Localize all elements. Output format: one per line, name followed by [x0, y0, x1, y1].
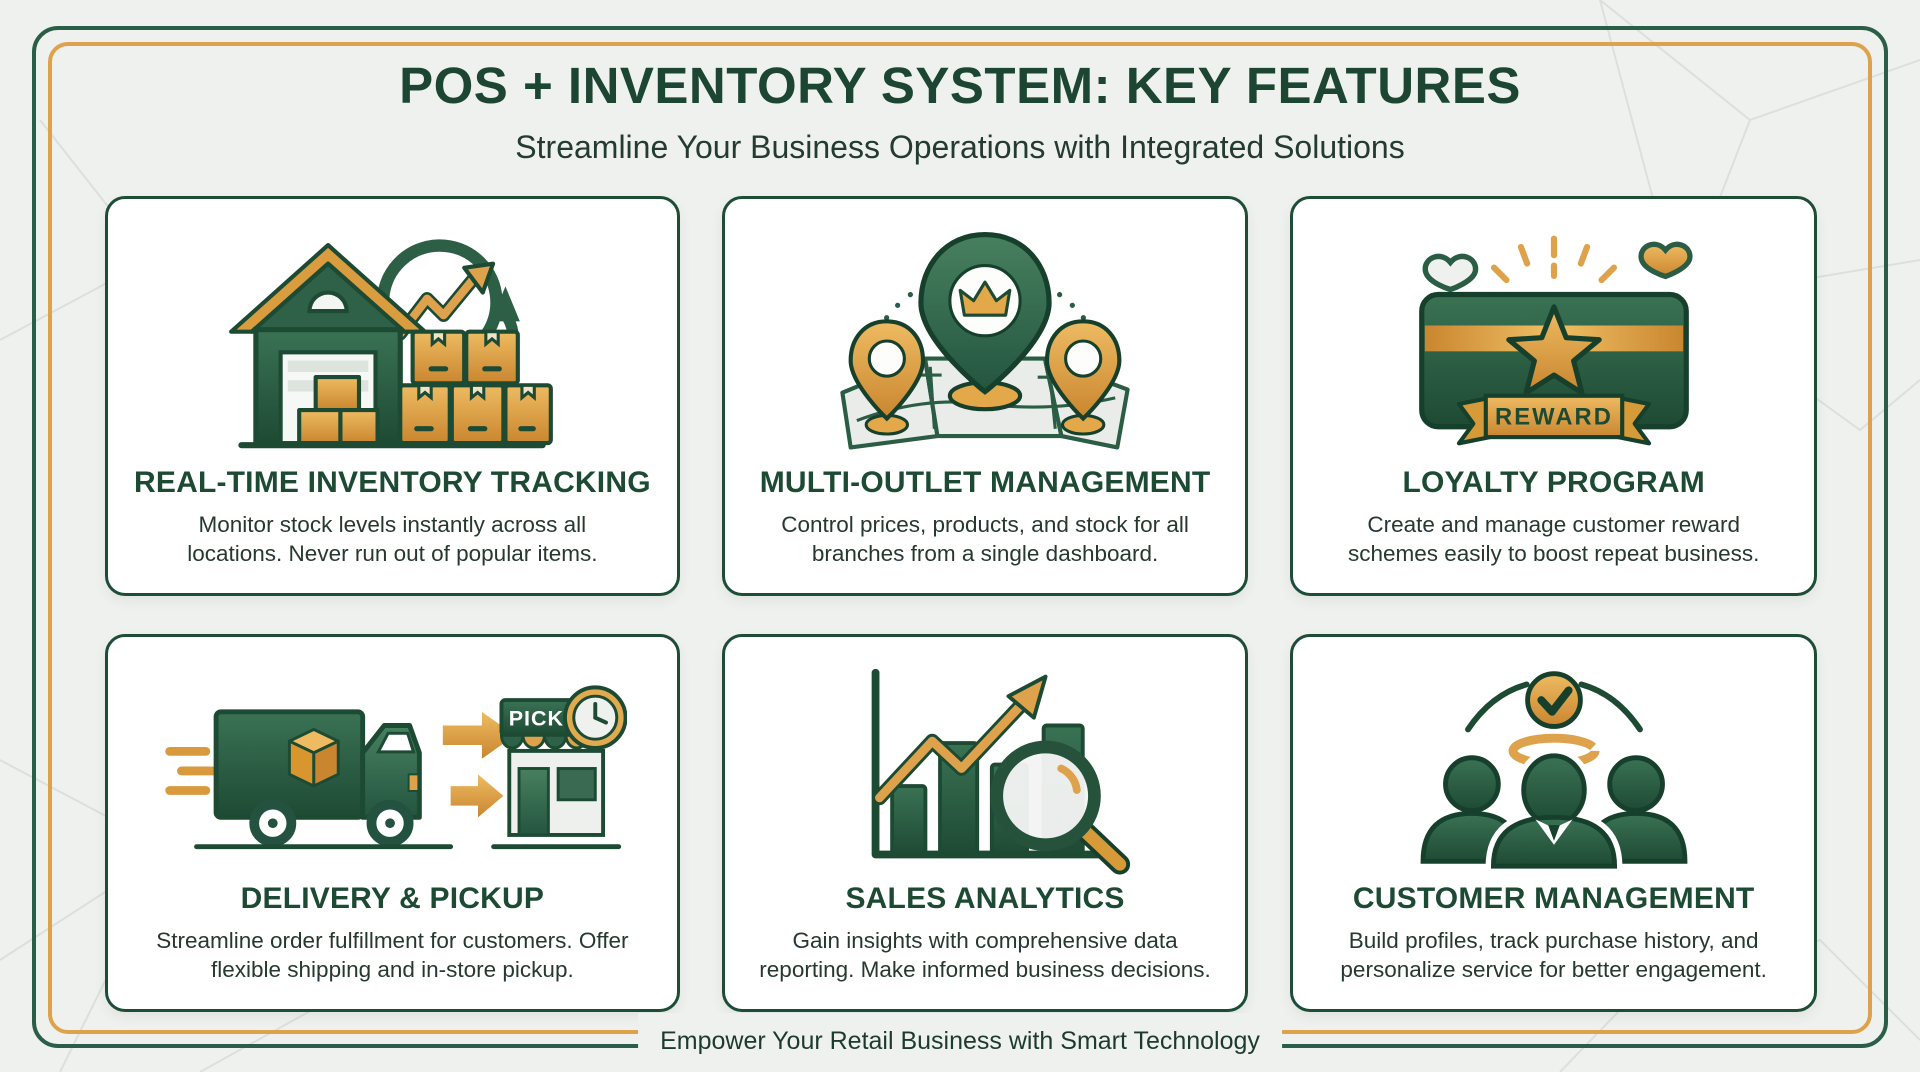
reward-badge-text: REWARD: [1495, 404, 1613, 431]
warehouse-inventory-growth-icon: [134, 217, 651, 466]
feature-card-delivery-pickup: PICKUP: [105, 634, 680, 1012]
card-title: SALES ANALYTICS: [845, 881, 1125, 915]
delivery-truck-store-icon: PICKUP: [134, 655, 651, 882]
card-title: LOYALTY PROGRAM: [1402, 465, 1705, 499]
feature-card-sales-analytics: SALES ANALYTICS Gain insights with compr…: [721, 634, 1249, 1012]
feature-card-inventory-tracking: REAL-TIME INVENTORY TRACKING Monitor sto…: [105, 196, 680, 596]
header: POS + INVENTORY SYSTEM: KEY FEATURES Str…: [0, 0, 1920, 166]
card-description: Monitor stock levels instantly across al…: [187, 511, 598, 567]
card-description: Gain insights with comprehensive data re…: [759, 927, 1211, 983]
footer: Empower Your Retail Business with Smart …: [638, 1013, 1282, 1070]
card-description: Build profiles, track purchase history, …: [1340, 927, 1767, 983]
reward-card-icon: REWARD: [1319, 217, 1788, 466]
map-location-pins-icon: [751, 217, 1220, 466]
card-title: MULTI-OUTLET MANAGEMENT: [759, 465, 1211, 499]
feature-card-loyalty: REWARD LOYALTY PROGRAM Create and manage…: [1290, 196, 1817, 596]
card-description: Control prices, products, and stock for …: [781, 511, 1189, 567]
card-title: CUSTOMER MANAGEMENT: [1352, 881, 1755, 915]
page-subtitle: Streamline Your Business Operations with…: [515, 129, 1405, 165]
feature-card-multi-outlet: MULTI-OUTLET MANAGEMENT Control prices, …: [721, 196, 1249, 596]
page-title: POS + INVENTORY SYSTEM: KEY FEATURES: [399, 57, 1521, 114]
bar-chart-magnifier-icon: [751, 655, 1220, 882]
card-title: REAL-TIME INVENTORY TRACKING: [134, 465, 651, 499]
feature-card-customer-management: CUSTOMER MANAGEMENT Build profiles, trac…: [1290, 634, 1817, 1012]
card-title: DELIVERY & PICKUP: [240, 881, 545, 915]
card-description: Streamline order fulfillment for custome…: [156, 927, 629, 983]
card-description: Create and manage customer reward scheme…: [1347, 511, 1760, 567]
features-grid: REAL-TIME INVENTORY TRACKING Monitor sto…: [105, 196, 1817, 1012]
footer-text: Empower Your Retail Business with Smart …: [660, 1027, 1260, 1055]
customer-group-icon: [1319, 655, 1788, 882]
